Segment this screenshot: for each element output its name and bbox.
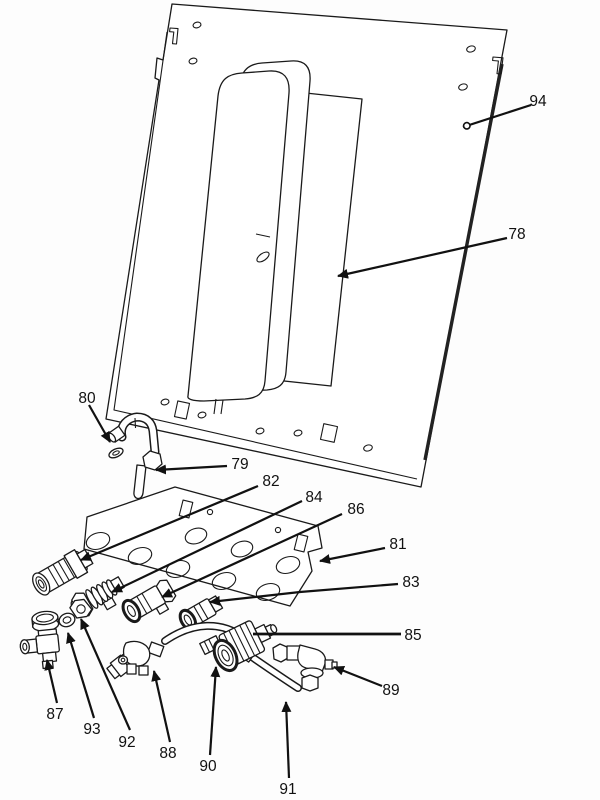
panel-holes bbox=[160, 21, 476, 452]
bladder-tab bbox=[213, 398, 224, 415]
nut-92 bbox=[69, 598, 93, 619]
bladder-front-shell bbox=[187, 70, 290, 402]
leader-92 bbox=[79, 618, 132, 731]
leader-83 bbox=[209, 582, 399, 606]
part-label-88: 88 bbox=[159, 745, 176, 762]
part-label-91: 91 bbox=[279, 781, 296, 798]
leader-79 bbox=[155, 464, 228, 475]
tube-nut bbox=[142, 450, 163, 471]
panel-hook-notch-left bbox=[169, 27, 179, 45]
leader-lines bbox=[44, 103, 532, 779]
leader-81 bbox=[319, 546, 386, 564]
leader-89 bbox=[333, 665, 383, 688]
coupler-assembly-85-90 bbox=[199, 620, 278, 673]
part-labels: 94 78 79 80 81 82 84 86 83 85 89 87 93 9… bbox=[46, 93, 547, 798]
part-label-84: 84 bbox=[305, 489, 323, 506]
part-label-82: 82 bbox=[262, 473, 279, 490]
washer-80 bbox=[108, 447, 124, 459]
leader-94 bbox=[462, 103, 532, 130]
panel-hook-notch-right bbox=[492, 56, 504, 75]
part-label-94: 94 bbox=[529, 93, 547, 110]
leader-87 bbox=[44, 659, 59, 704]
tee-fitting-88 bbox=[106, 640, 165, 680]
part-label-92: 92 bbox=[118, 734, 135, 751]
tube-lower-pipe bbox=[133, 464, 147, 500]
part-label-87: 87 bbox=[46, 706, 63, 723]
part-label-90: 90 bbox=[199, 758, 217, 775]
part-label-86: 86 bbox=[347, 501, 364, 518]
part-label-81: 81 bbox=[389, 536, 406, 553]
part-label-89: 89 bbox=[382, 682, 399, 699]
part-label-78: 78 bbox=[508, 226, 525, 243]
part-label-80: 80 bbox=[78, 390, 96, 407]
leader-86 bbox=[161, 513, 343, 598]
hose-end-nut bbox=[301, 674, 319, 692]
elbow-89 bbox=[272, 643, 338, 692]
panel-slots bbox=[173, 400, 339, 443]
leader-93 bbox=[66, 632, 96, 719]
leader-78 bbox=[337, 236, 508, 279]
bladder bbox=[187, 60, 311, 415]
bladder-mark bbox=[255, 233, 271, 238]
bracket-holes bbox=[85, 499, 309, 602]
leader-90 bbox=[208, 666, 221, 756]
panel-fold-line bbox=[113, 31, 418, 480]
panel-edge-hatch bbox=[423, 63, 504, 461]
part-label-93: 93 bbox=[83, 721, 100, 738]
leader-88 bbox=[151, 670, 172, 743]
leader-80 bbox=[88, 404, 111, 443]
part-label-85: 85 bbox=[404, 627, 421, 644]
leader-84 bbox=[111, 500, 303, 593]
drain-tube bbox=[107, 412, 163, 500]
part-label-83: 83 bbox=[402, 574, 419, 591]
part-label-79: 79 bbox=[231, 456, 248, 473]
valve-87 bbox=[19, 610, 60, 670]
bladder-port bbox=[256, 251, 270, 263]
leader-91 bbox=[281, 701, 292, 779]
washer-93 bbox=[58, 612, 76, 628]
leader-82 bbox=[80, 484, 259, 562]
